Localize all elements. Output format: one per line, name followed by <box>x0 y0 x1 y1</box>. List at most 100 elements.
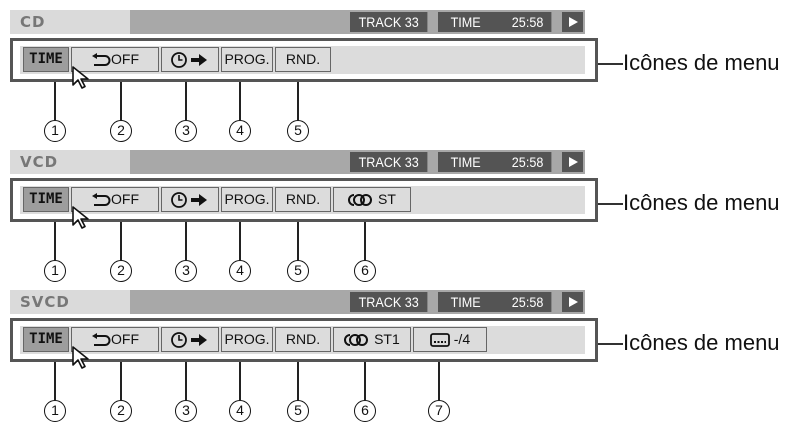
callout-label: Icônes de menu <box>623 190 780 215</box>
leader-line <box>297 362 299 400</box>
leader-line <box>120 82 122 120</box>
audio-channel-icon <box>348 194 373 207</box>
play-icon[interactable] <box>562 152 583 172</box>
callout-number: 5 <box>287 260 309 282</box>
leader-line <box>364 362 366 400</box>
leader-line <box>54 222 56 260</box>
disc-type-label: SVCD <box>10 290 130 314</box>
repeat-icon <box>92 53 111 67</box>
repeat-icon <box>92 193 111 207</box>
callout-number: 2 <box>110 120 132 142</box>
random-menu-button[interactable]: RND. <box>275 47 331 72</box>
leader-line <box>297 222 299 260</box>
callout-number: 2 <box>110 400 132 422</box>
audio-menu-button[interactable]: ST <box>333 187 411 212</box>
program-menu-button[interactable]: PROG. <box>221 47 273 72</box>
callout-line <box>598 203 623 205</box>
panel-svcd: SVCD TRACK 33 TIME 25:58 TIME OFF PROG. … <box>0 290 812 428</box>
program-menu-button[interactable]: PROG. <box>221 327 273 352</box>
timer-menu-button[interactable] <box>161 187 219 212</box>
clock-arrow-icon <box>171 332 207 349</box>
menu-frame: TIME OFF PROG. RND. ST <box>10 178 598 229</box>
time-menu-button[interactable]: TIME <box>23 327 69 352</box>
random-menu-button[interactable]: RND. <box>275 327 331 352</box>
repeat-menu-label: OFF <box>111 51 139 67</box>
leader-line <box>438 362 440 400</box>
track-display: TRACK 33 <box>350 152 428 172</box>
time-display-label: TIME <box>450 14 481 30</box>
audio-menu-button[interactable]: ST1 <box>333 327 411 352</box>
leader-line <box>185 362 187 400</box>
callout-number: 1 <box>44 400 66 422</box>
panel-cd: CD TRACK 33 TIME 25:58 TIME OFF PROG. RN… <box>0 10 812 148</box>
play-icon[interactable] <box>562 292 583 312</box>
callout-number: 2 <box>110 260 132 282</box>
audio-menu-label: ST <box>378 191 396 207</box>
callout-number: 5 <box>287 120 309 142</box>
time-display-value: 25:58 <box>511 154 544 170</box>
random-menu-button[interactable]: RND. <box>275 187 331 212</box>
menu-bar: TIME OFF PROG. RND. ST <box>20 186 585 214</box>
repeat-menu-button[interactable]: OFF <box>71 327 159 352</box>
leader-line <box>120 362 122 400</box>
callout-number: 6 <box>354 260 376 282</box>
panel-vcd: VCD TRACK 33 TIME 25:58 TIME OFF PROG. R… <box>0 150 812 288</box>
callout-line <box>598 343 623 345</box>
audio-menu-label: ST1 <box>374 331 400 347</box>
status-bar: VCD TRACK 33 TIME 25:58 <box>10 150 585 174</box>
time-display-label: TIME <box>450 294 481 310</box>
callout-number: 5 <box>287 400 309 422</box>
leader-line <box>54 82 56 120</box>
play-icon[interactable] <box>562 12 583 32</box>
leader-line <box>239 222 241 260</box>
callout-line <box>598 63 623 65</box>
disc-type-label: CD <box>10 10 130 34</box>
repeat-menu-button[interactable]: OFF <box>71 47 159 72</box>
callout-number: 7 <box>428 400 450 422</box>
leader-line <box>297 82 299 120</box>
track-display: TRACK 33 <box>350 292 428 312</box>
status-bar: CD TRACK 33 TIME 25:58 <box>10 10 585 34</box>
callout-number: 3 <box>175 400 197 422</box>
timer-menu-button[interactable] <box>161 47 219 72</box>
callout-number: 4 <box>229 120 251 142</box>
callout-number: 3 <box>175 120 197 142</box>
callout-number: 4 <box>229 260 251 282</box>
time-display-value: 25:58 <box>511 14 544 30</box>
leader-line <box>239 82 241 120</box>
callout-number: 4 <box>229 400 251 422</box>
leader-line <box>239 362 241 400</box>
status-bar: SVCD TRACK 33 TIME 25:58 <box>10 290 585 314</box>
leader-line <box>54 362 56 400</box>
callout-label: Icônes de menu <box>623 50 780 75</box>
menu-frame: TIME OFF PROG. RND. ST1 -/4 <box>10 318 598 369</box>
time-display: TIME 25:58 <box>438 152 552 172</box>
time-menu-button[interactable]: TIME <box>23 47 69 72</box>
time-display: TIME 25:58 <box>438 292 552 312</box>
program-menu-button[interactable]: PROG. <box>221 187 273 212</box>
repeat-menu-button[interactable]: OFF <box>71 187 159 212</box>
leader-line <box>364 222 366 260</box>
leader-line <box>120 222 122 260</box>
callout-number: 6 <box>354 400 376 422</box>
time-display-label: TIME <box>450 154 481 170</box>
track-display: TRACK 33 <box>350 12 428 32</box>
subtitle-menu-button[interactable]: -/4 <box>413 327 487 352</box>
subtitle-menu-label: -/4 <box>453 331 471 347</box>
subtitle-icon <box>429 333 450 348</box>
timer-menu-button[interactable] <box>161 327 219 352</box>
clock-arrow-icon <box>171 192 207 209</box>
audio-channel-icon <box>344 334 369 347</box>
time-display: TIME 25:58 <box>438 12 552 32</box>
callout-label: Icônes de menu <box>623 330 780 355</box>
callout-number: 3 <box>175 260 197 282</box>
repeat-menu-label: OFF <box>111 331 139 347</box>
time-display-value: 25:58 <box>511 294 544 310</box>
clock-arrow-icon <box>171 52 207 69</box>
disc-type-label: VCD <box>10 150 130 174</box>
menu-bar: TIME OFF PROG. RND. <box>20 46 585 74</box>
time-menu-button[interactable]: TIME <box>23 187 69 212</box>
menu-bar: TIME OFF PROG. RND. ST1 -/4 <box>20 326 585 354</box>
callout-number: 1 <box>44 120 66 142</box>
menu-frame: TIME OFF PROG. RND. <box>10 38 598 89</box>
